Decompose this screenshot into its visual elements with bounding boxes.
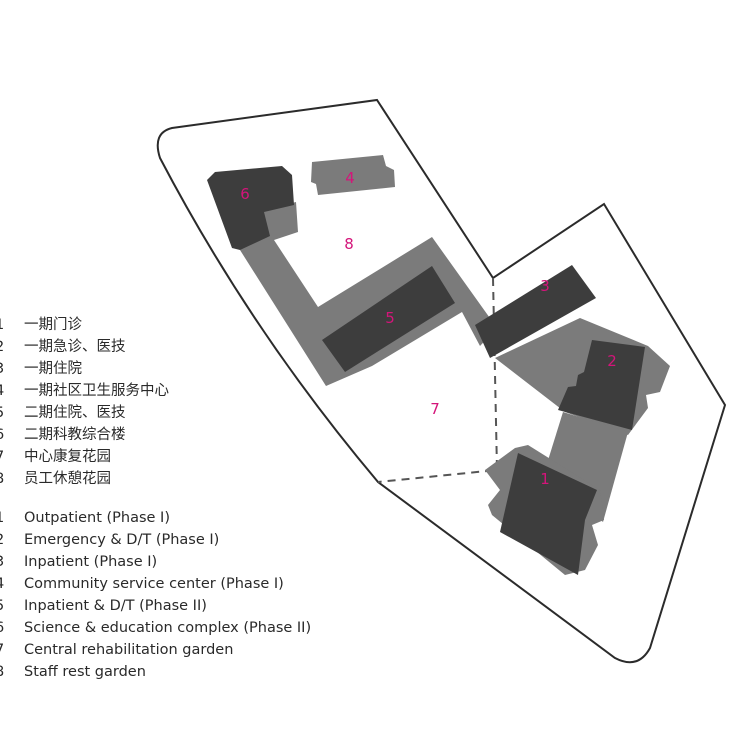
legend-num: 6 <box>0 617 7 639</box>
building-5 <box>322 266 455 372</box>
building-6 <box>207 166 294 250</box>
building-1 <box>500 453 597 575</box>
legend-num: 7 <box>0 639 7 661</box>
legend-num: 2 <box>0 336 7 358</box>
map-label-5: 5 <box>385 309 395 327</box>
building-2 <box>558 340 645 430</box>
map-label-1: 1 <box>540 470 550 488</box>
map-label-6: 6 <box>240 185 250 203</box>
legend-num: 3 <box>0 358 7 380</box>
legend-num: 4 <box>0 380 7 402</box>
legend-text: Outpatient (Phase I) <box>24 510 170 526</box>
legend-num: 3 <box>0 551 7 573</box>
map-label-8: 8 <box>344 235 354 253</box>
legend-text: 中心康复花园 <box>24 449 111 465</box>
legend-text: Inpatient & D/T (Phase II) <box>24 598 207 614</box>
legend-num: 8 <box>0 468 7 490</box>
legend-num: 5 <box>0 402 7 424</box>
map-label-7: 7 <box>430 400 440 418</box>
podium-5-6 <box>240 202 497 386</box>
legend-num: 6 <box>0 424 7 446</box>
legend-text: 二期住院、医技 <box>24 405 126 421</box>
legend-num: 1 <box>0 507 7 529</box>
map-label-2: 2 <box>607 352 617 370</box>
legend-num: 5 <box>0 595 7 617</box>
legend-text: Community service center (Phase I) <box>24 576 284 592</box>
legend-num: 2 <box>0 529 7 551</box>
legend-text: 一期社区卫生服务中心 <box>24 383 169 399</box>
legend-text: Inpatient (Phase I) <box>24 554 158 570</box>
legend-num: 8 <box>0 661 7 683</box>
map-label-4: 4 <box>345 169 355 187</box>
legend-num: 1 <box>0 314 7 336</box>
map-label-3: 3 <box>540 277 550 295</box>
legend-text: 二期科教综合楼 <box>24 427 126 443</box>
legend-text: Staff rest garden <box>24 664 146 680</box>
legend-text: Central rehabilitation garden <box>24 642 234 658</box>
connector-1-2 <box>545 412 628 522</box>
legend-text: 员工休憩花园 <box>24 471 111 487</box>
building-4 <box>311 155 395 195</box>
garden-boundary-dashed <box>377 277 499 483</box>
legend-text: 一期门诊 <box>24 317 82 333</box>
legend-text: Science & education complex (Phase II) <box>24 620 312 636</box>
legend-text: 一期急诊、医技 <box>24 339 126 355</box>
legend-num: 4 <box>0 573 7 595</box>
legend-text: 一期住院 <box>24 361 82 377</box>
legend-text: Emergency & D/T (Phase I) <box>24 532 220 548</box>
legend-num: 7 <box>0 446 7 468</box>
building-3 <box>475 265 596 358</box>
